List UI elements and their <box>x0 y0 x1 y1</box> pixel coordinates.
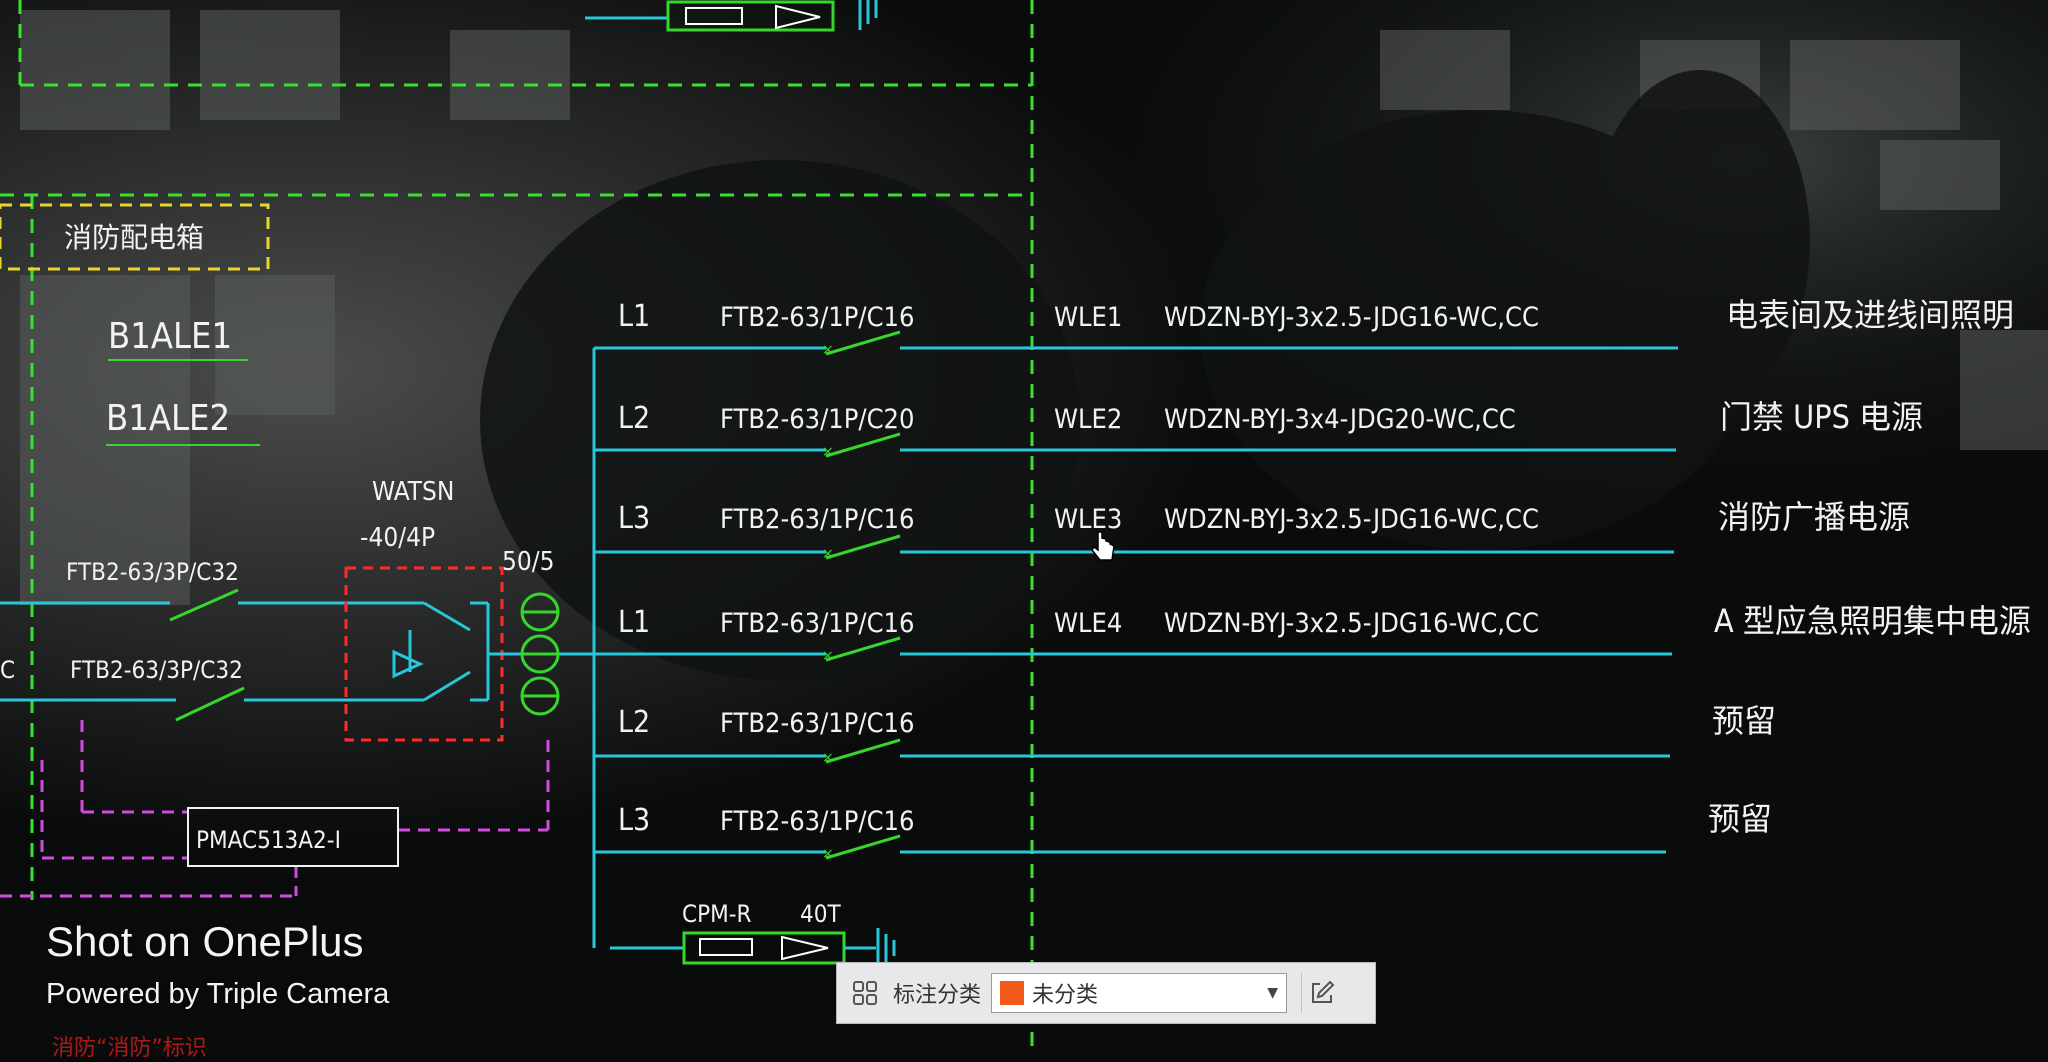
circuit-cable: WDZN-BYJ-3x2.5-JDG16-WC,CC <box>1164 302 1539 333</box>
circuit-phase: L1 <box>618 605 650 640</box>
transfer-switch-box <box>344 566 504 742</box>
circuit-phase: L2 <box>618 401 650 436</box>
watermark-subtitle: Powered by Triple Camera <box>46 978 390 1010</box>
panel-id-2: B1ALE2 <box>106 398 230 439</box>
panel-title-box <box>0 203 270 271</box>
circuit-phase: L1 <box>618 299 650 334</box>
circuit-row: × L3 FTB2-63/1P/C16 预留 <box>594 800 1772 862</box>
circuit-breaker: FTB2-63/1P/C16 <box>720 608 914 639</box>
circuit-row: × L2 FTB2-63/1P/C16 预留 <box>594 702 1776 766</box>
circuit-load: 预留 <box>1708 800 1772 838</box>
circuit-cable: WDZN-BYJ-3x4-JDG20-WC,CC <box>1164 404 1516 435</box>
circuit-cable: WDZN-BYJ-3x2.5-JDG16-WC,CC <box>1164 504 1539 535</box>
circuit-load: 门禁 UPS 电源 <box>1720 398 1923 436</box>
transfer-switch-symbol <box>386 601 600 702</box>
circuit-load: 电表间及进线间照明 <box>1726 296 2014 334</box>
annotation-toolbar: 标注分类 未分类 ▼ <box>836 962 1376 1024</box>
circuit-load: 消防广播电源 <box>1718 498 1910 536</box>
toolbar-label: 标注分类 <box>893 983 982 1008</box>
watermark-brand: Shot on OnePlus <box>46 918 364 965</box>
circuit-phase: L2 <box>618 705 650 740</box>
switch-model: WATSN <box>372 477 454 507</box>
circuit-breaker: FTB2-63/1P/C16 <box>720 504 914 535</box>
meter-label: PMAC513A2-I <box>196 826 341 854</box>
incoming-feeders <box>0 588 386 722</box>
chevron-down-icon: ▼ <box>1267 985 1279 1001</box>
circuit-id: WLE3 <box>1054 504 1122 535</box>
circuit-row: × L3 FTB2-63/1P/C16 WLE3 WDZN-BYJ-3x2.5-JDG1… <box>594 498 1910 562</box>
svg-text:×: × <box>822 342 834 358</box>
svg-text:×: × <box>822 444 834 460</box>
spd-label: CPM-R <box>682 900 752 928</box>
circuit-phase: L3 <box>618 803 650 838</box>
switch-rating: -40/4P <box>360 523 435 553</box>
circuit-row: × L1 FTB2-63/1P/C16 WLE1 WDZN-BYJ-3x2.5-JDG1… <box>594 296 2014 358</box>
bottom-spd-symbol <box>610 928 896 968</box>
panel-title: 消防配电箱 <box>64 221 204 254</box>
meter-box <box>187 807 399 867</box>
category-color-swatch <box>1000 981 1025 1005</box>
svg-text:×: × <box>822 648 834 664</box>
circuit-id: WLE2 <box>1054 404 1122 435</box>
circuit-breaker: FTB2-63/1P/C20 <box>720 404 914 435</box>
incoming-breaker-2: FTB2-63/3P/C32 <box>70 656 243 684</box>
bottom-note: 消防“消防”标识 <box>52 1036 207 1061</box>
edit-button[interactable] <box>1301 973 1342 1013</box>
circuit-id: WLE4 <box>1054 608 1122 639</box>
circuit-breaker: FTB2-63/1P/C16 <box>720 806 914 837</box>
grid-icon <box>853 981 877 1005</box>
circuit-load: 预留 <box>1712 702 1776 740</box>
incoming-breaker-1: FTB2-63/3P/C32 <box>66 558 239 586</box>
control-wiring <box>0 720 550 898</box>
svg-text:×: × <box>822 750 834 766</box>
circuit-row: × L2 FTB2-63/1P/C20 WLE2 WDZN-BYJ-3x4-JDG20-… <box>594 398 1923 460</box>
edit-icon <box>1312 980 1335 1003</box>
top-spd-symbol <box>585 0 878 32</box>
circuit-row: × L1 FTB2-63/1P/C16 WLE4 WDZN-BYJ-3x2.5-JDG1… <box>594 602 2031 664</box>
spd-rating: 40T <box>800 900 841 928</box>
circuit-id: WLE1 <box>1054 302 1122 333</box>
circuit-breaker: FTB2-63/1P/C16 <box>720 708 914 739</box>
panel-id-1: B1ALE1 <box>108 316 232 357</box>
ct-ratio: 50/5 <box>502 547 555 577</box>
grid-button[interactable] <box>847 975 883 1011</box>
category-dropdown[interactable]: 未分类 ▼ <box>991 973 1288 1013</box>
circuit-cable: WDZN-BYJ-3x2.5-JDG16-WC,CC <box>1164 608 1539 639</box>
dashed-boundary <box>0 0 1034 1054</box>
category-value: 未分类 <box>1032 983 1099 1008</box>
circuit-phase: L3 <box>618 501 650 536</box>
left-edge-char: C <box>0 656 15 684</box>
current-transformers <box>520 592 560 716</box>
hand-cursor-icon <box>1091 531 1115 561</box>
svg-text:×: × <box>822 846 834 862</box>
circuit-breaker: FTB2-63/1P/C16 <box>720 302 914 333</box>
svg-text:×: × <box>822 546 834 562</box>
circuit-load: A 型应急照明集中电源 <box>1714 602 2031 640</box>
